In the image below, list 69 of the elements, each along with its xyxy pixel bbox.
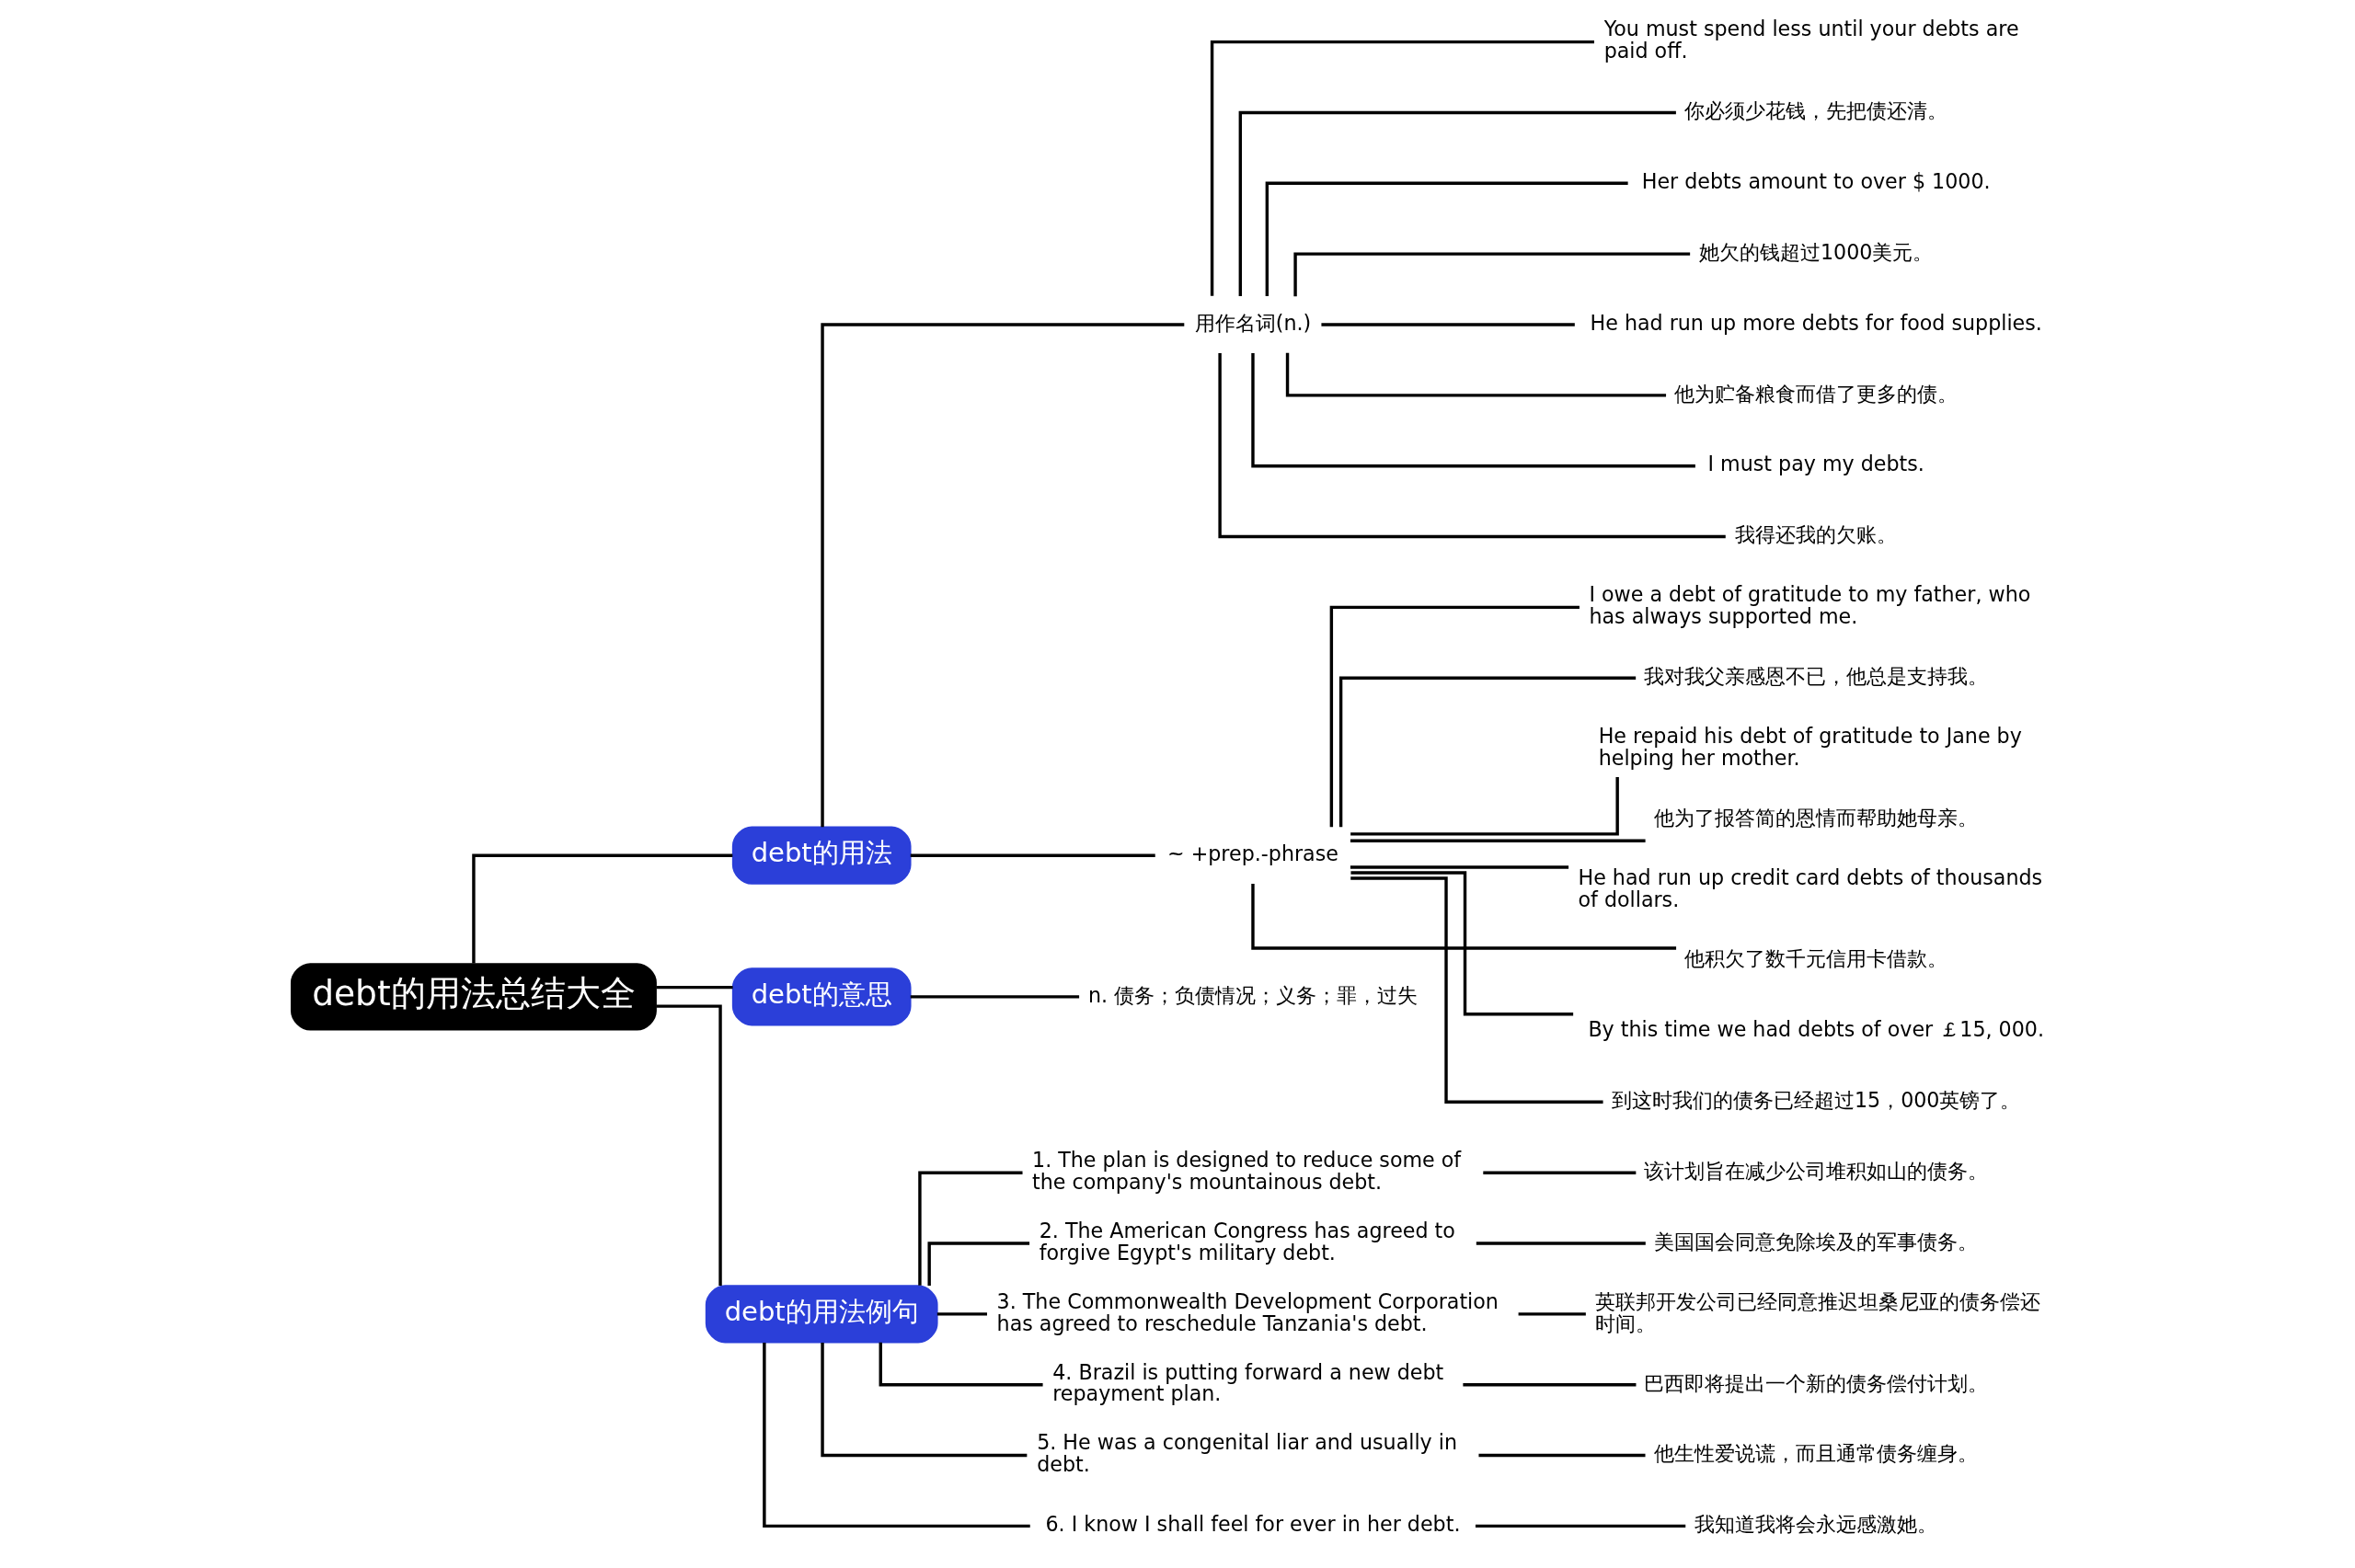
connector [1350, 876, 1603, 1104]
connector [763, 1342, 1030, 1528]
connector [936, 1312, 987, 1316]
connector [1350, 776, 1619, 836]
node-text: He had run up credit card debts of thousands of dollars. [1578, 864, 2043, 911]
connector [1518, 1312, 1586, 1316]
node-text: 我知道我将会永远感激她。 [1694, 1512, 1938, 1537]
connector [927, 1242, 1030, 1287]
connector [1238, 110, 1676, 296]
node-text: I owe a debt of gratitude to my father, who has always supported me. [1589, 582, 2031, 629]
node-text: 他积欠了数千元信用卡借款。 [1684, 946, 1948, 971]
node-text: 1. The plan is designed to reduce some of the company's mountainous debt. [1032, 1148, 1462, 1194]
node-box: debt的意思 [731, 967, 912, 1026]
node-text: Her debts amount to over $ 1000. [1641, 169, 1991, 194]
connector [910, 995, 1080, 999]
node-text: 英联邦开发公司已经同意推迟坦桑尼亚的债务偿还时间。 [1595, 1288, 2041, 1335]
connector [656, 1004, 722, 1286]
node-text: 美国国会同意免除埃及的军事债务。 [1654, 1229, 1979, 1253]
node-text: 我得还我的欠账。 [1735, 522, 1898, 547]
node-text: 该计划旨在减少公司堆积如山的债务。 [1644, 1158, 1989, 1183]
connector [1251, 353, 1695, 468]
connector [1265, 181, 1628, 296]
node-text: ~ +prep.-phrase [1167, 841, 1338, 866]
connector [656, 985, 733, 990]
connector [910, 853, 1155, 857]
node-text: 2. The American Congress has agreed to forgive Egypt's military debt. [1039, 1218, 1455, 1265]
connector [918, 1171, 1023, 1286]
node-text: 用作名词(n.) [1194, 310, 1312, 335]
connector [1285, 352, 1667, 397]
node-box: debt的用法例句 [705, 1285, 938, 1344]
node-box: debt的用法总结大全 [290, 963, 657, 1031]
node-text: 4. Brazil is putting forward a new debt repayment plan. [1052, 1359, 1444, 1406]
node-text: 他为了报答简的恩情而帮助她母亲。 [1654, 805, 1979, 830]
connector [1338, 676, 1637, 828]
node-text: 你必须少花钱，先把债还清。 [1684, 98, 1948, 123]
node-text: 她欠的钱超过1000美元。 [1698, 239, 1934, 264]
connector [1210, 40, 1594, 296]
node-text: 6. I know I shall feel for ever in her debt. [1045, 1512, 1461, 1537]
connector [1478, 1453, 1646, 1458]
connector [1251, 884, 1677, 950]
node-text: n. 债务；负债情况；义务；罪，过失 [1087, 982, 1419, 1007]
node-text: 到这时我们的债务已经超过15，000英镑了。 [1611, 1088, 2021, 1113]
connector [1293, 252, 1691, 297]
node-box: debt的用法 [731, 826, 912, 885]
node-text: 5. He was a congenital liar and usually in debt. [1037, 1430, 1457, 1477]
node-text: I must pay my debts. [1707, 452, 1924, 476]
node-text: He had run up more debts for food supplies. [1590, 310, 2042, 335]
connector [1350, 865, 1569, 869]
connector [1476, 1242, 1646, 1245]
node-text: 我对我父亲感恩不已，他总是支持我。 [1644, 664, 1989, 689]
node-text: You must spend less until your debts are paid off. [1603, 17, 2019, 63]
connector [1483, 1171, 1637, 1174]
connector [1329, 605, 1580, 828]
connector [1350, 839, 1646, 842]
connector [472, 853, 733, 964]
connector [1350, 871, 1574, 1016]
connector [1463, 1383, 1637, 1387]
connector [821, 1342, 1028, 1458]
node-text: 巴西即将提出一个新的债务偿付计划。 [1644, 1370, 1989, 1395]
node-text: 他为贮备粮食而借了更多的债。 [1674, 381, 1959, 406]
connector [1321, 323, 1575, 326]
connector [1475, 1524, 1686, 1528]
connector [821, 323, 1185, 828]
node-text: 他生性爱说谎，而且通常债务缠身。 [1654, 1441, 1979, 1466]
node-text: He repaid his debt of gratitude to Jane by helping her mother. [1598, 723, 2022, 770]
node-text: 3. The Commonwealth Development Corporation has agreed to reschedule Tanzania's debt. [996, 1288, 1499, 1335]
node-text: By this time we had debts of over ￡15, 000. [1588, 1017, 2044, 1042]
connector [1218, 353, 1726, 539]
connector [879, 1342, 1043, 1387]
